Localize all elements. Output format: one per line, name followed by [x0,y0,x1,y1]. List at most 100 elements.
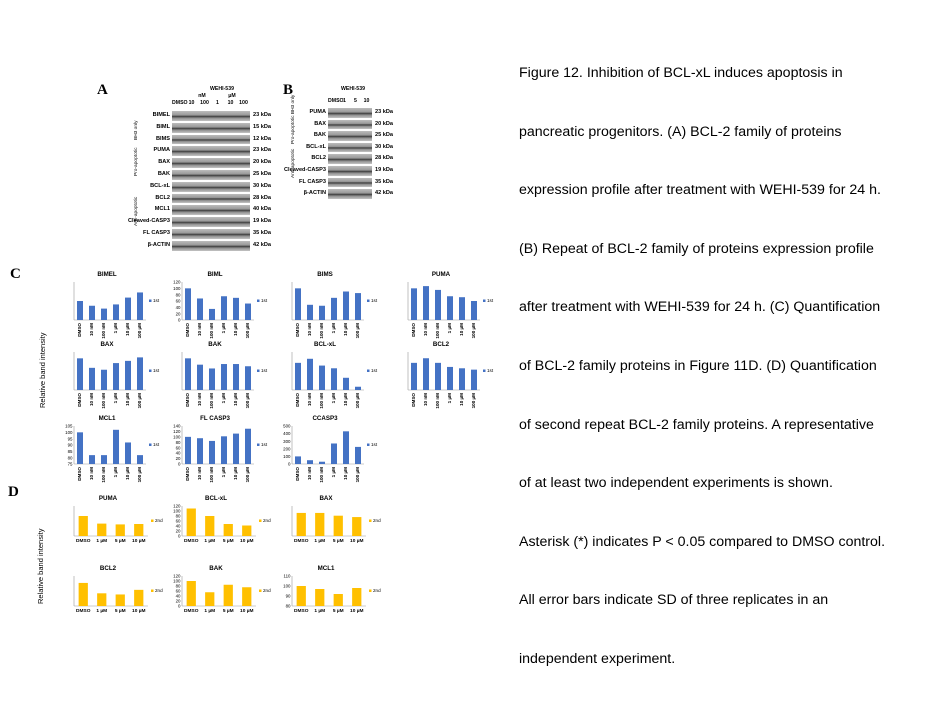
chart-tick-label: 300 [283,439,291,444]
chart-tick-label: 120 [173,280,181,285]
caption-line-11: independent experiment. [519,650,676,667]
blot-band-strip [172,158,250,168]
chart-bar [78,582,88,606]
chart-category-label: 5 µM [115,538,126,544]
chart-category-label: 5 µM [333,608,344,614]
chart-category-label: 10 µM [132,538,145,544]
chart-bar [355,293,361,320]
chart-bar [113,363,119,390]
chart-bar [101,369,107,390]
chart-bar [101,308,107,320]
chart-bar [221,296,227,320]
legend-swatch [151,589,154,592]
blot-lane-label: 100 [200,100,209,106]
chart-title: PUMA [99,495,118,502]
chart-bar [209,308,215,320]
chart-bar [459,297,465,320]
blot-kda-label: 25 kDa [253,171,272,177]
chart-category-label: 10 µM [233,323,238,336]
chart-tick-label: 90 [286,594,291,599]
chart-bar [134,524,144,536]
blot-kda-label: 19 kDa [375,167,394,173]
chart-bar [101,455,107,464]
chart-bar [97,523,107,536]
chart-tick-label: 0 [288,462,291,467]
chart-bar [233,433,239,464]
chart-tick-label: 60 [176,589,181,594]
chart-bar [223,584,233,606]
blot-kda-label: 28 kDa [253,194,272,201]
blot-band-strip [328,142,372,153]
blot-band-strip [172,111,250,121]
chart-bar [242,525,252,536]
caption-line-5: after treatment with WEHI-539 for 24 h. … [519,299,881,316]
caption-line-2: pancreatic progenitors. (A) BCL-2 family… [519,123,842,140]
chart-tick-label: 80 [68,455,73,460]
chart-tick-label: 105 [65,424,73,429]
blot-band-strip [172,170,250,180]
blot-band-strip [172,134,250,145]
legend-label: 2nd [263,588,271,593]
chart-title: BIMS [317,271,332,278]
chart-bar [315,589,325,606]
chart-category-label: 10 µM [125,323,130,336]
chart-tick-label: 100 [173,509,181,514]
chart-tick-label: 200 [283,446,291,451]
chart-tick-label: 60 [176,519,181,524]
legend-label: 1st [487,368,494,373]
chart-category-label: 100 µM [245,323,250,339]
chart-title: FL CASP3 [200,415,230,422]
legend-label: 2nd [155,518,163,523]
chart-bar [113,304,119,320]
chart-category-label: DMSO [411,393,416,407]
chart-title: BAK [209,565,223,572]
blot-band-strip [328,154,372,164]
chart-category-label: 1 µM [96,608,107,614]
chart-category-label: DMSO [294,538,309,544]
chart-tick-label: 20 [176,529,181,534]
legend-label: 2nd [263,518,271,523]
chart-category-label: 100 nM [435,323,440,339]
blot-protein-label: BIML [156,123,170,130]
chart-bar [223,524,233,536]
chart-category-label: DMSO [184,608,199,614]
chart-category-label: 100 nM [319,323,324,339]
blot-kda-label: 23 kDa [253,147,272,154]
blot-band-strip [328,108,372,118]
chart-bar [355,446,361,464]
chart-tick-label: 60 [176,445,181,450]
chart-tick-label: 80 [286,604,291,609]
figure-caption: Figure 12. Inhibition of BCL-xL induces … [519,44,939,689]
blot-b-treatment: WEHI-539 [341,86,365,92]
chart-bar [245,303,251,320]
blot-a-treatment: WEHI-539 [210,86,234,92]
blot-protein-label: BIMS [156,135,170,142]
blot-kda-label: 20 kDa [253,159,272,166]
blot-protein-label: β-ACTIN [147,241,170,248]
chart-tick-label: 80 [176,440,181,445]
chart-tick-label: 400 [283,431,291,436]
chart-bar [331,297,337,320]
caption-line-1: Figure 12. Inhibition of BCL-xL induces … [519,65,843,81]
chart-tick-label: 75 [68,462,73,467]
legend-label: 1st [153,298,160,303]
chart-title: BAX [319,495,333,502]
chart-bar [319,365,325,390]
chart-category-label: 10 µM [343,323,348,336]
chart-bar [331,443,337,464]
legend-label: 1st [153,368,160,373]
blot-protein-label: β-ACTIN [303,190,326,197]
caption-line-8: of at least two independent experiments … [519,475,833,492]
legend-swatch [257,369,260,372]
chart-bar [197,364,203,390]
chart-title: BCL-xL [205,495,227,502]
chart-bar [185,358,191,390]
legend-swatch [259,519,262,522]
chart-bar [77,301,83,320]
blot-kda-label: 19 kDa [253,218,272,225]
chart-bar [77,432,83,464]
caption-line-10: All error bars indicate SD of three repl… [519,592,829,609]
chart-bar [221,436,227,464]
caption-line-9: Asterisk (*) indicates P < 0.05 compared… [519,533,886,550]
legend-swatch [149,443,152,446]
